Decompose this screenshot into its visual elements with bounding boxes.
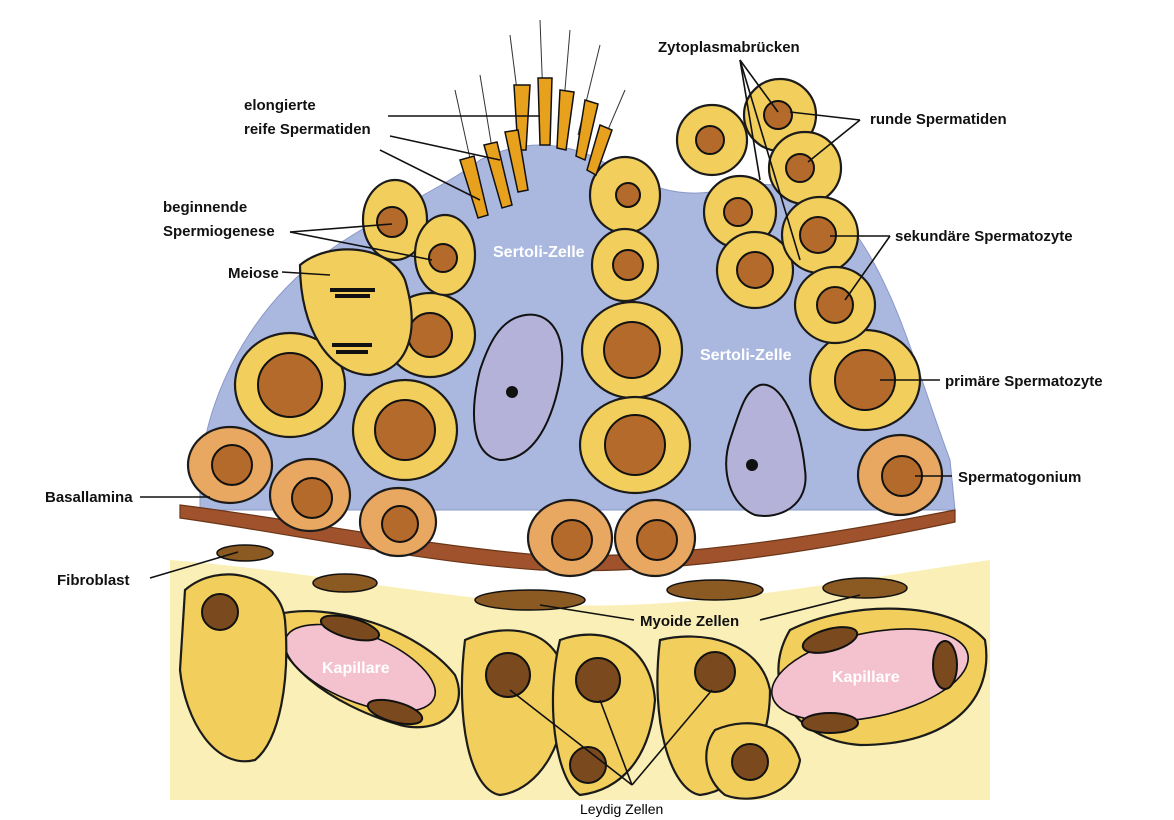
label-leydig: Leydig Zellen	[580, 801, 663, 817]
label-kapillare-right: Kapillare	[832, 669, 900, 686]
label-primaere: primäre Spermatozyte	[945, 373, 1103, 390]
label-elongierte-2: reife Spermatiden	[244, 121, 371, 138]
label-sertoli-2: Sertoli-Zelle	[700, 347, 792, 364]
label-basallamina: Basallamina	[45, 489, 133, 506]
label-fibroblast: Fibroblast	[57, 572, 130, 589]
label-spermatogonium: Spermatogonium	[958, 469, 1081, 486]
label-beginnende-2: Spermiogenese	[163, 223, 275, 240]
label-sertoli-1: Sertoli-Zelle	[493, 244, 585, 261]
label-elongierte-1: elongierte	[244, 97, 316, 114]
label-myoide: Myoide Zellen	[640, 613, 739, 630]
label-runde-spermatiden: runde Spermatiden	[870, 111, 1007, 128]
label-sekundaere: sekundäre Spermatozyte	[895, 228, 1073, 245]
label-zytoplasmabruecken: Zytoplasmabrücken	[658, 39, 800, 56]
label-kapillare-left: Kapillare	[322, 660, 390, 677]
label-meiose: Meiose	[228, 265, 279, 282]
label-beginnende-1: beginnende	[163, 199, 247, 216]
